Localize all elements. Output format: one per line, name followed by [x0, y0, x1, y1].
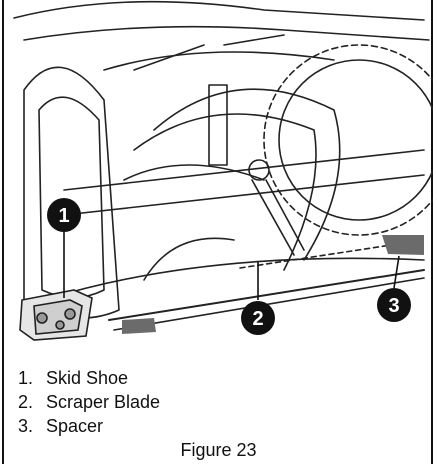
callout-1-number: 1 — [58, 205, 69, 227]
legend-item: 2. Scraper Blade — [18, 390, 408, 414]
legend-label: Spacer — [46, 416, 104, 436]
legend-number: 2. — [18, 392, 34, 412]
skid-shoe — [19, 289, 93, 341]
shaft — [63, 149, 425, 191]
snowthrower-illustration: 1 2 3 — [4, 0, 433, 362]
legend-label: Scraper Blade — [46, 392, 161, 412]
blade-shadow-right — [382, 235, 424, 255]
legend-number: 3. — [18, 416, 34, 436]
blade-shadow-left — [122, 318, 156, 334]
legend-number: 1. — [18, 368, 34, 388]
callout-2: 2 — [241, 301, 275, 335]
figure-caption: Figure 23 — [180, 440, 257, 460]
callout-2-number: 2 — [252, 308, 263, 330]
legend-label: Skid Shoe — [46, 368, 129, 388]
legend-item: 3. Spacer — [18, 414, 408, 438]
callout-1: 1 — [47, 198, 81, 232]
legend-item: 1. Skid Shoe — [18, 366, 408, 390]
callout-3: 3 — [377, 288, 411, 322]
callout-3-number: 3 — [388, 295, 399, 317]
parts-legend: 1. Skid Shoe 2. Scraper Blade 3. Spacer — [18, 366, 408, 438]
